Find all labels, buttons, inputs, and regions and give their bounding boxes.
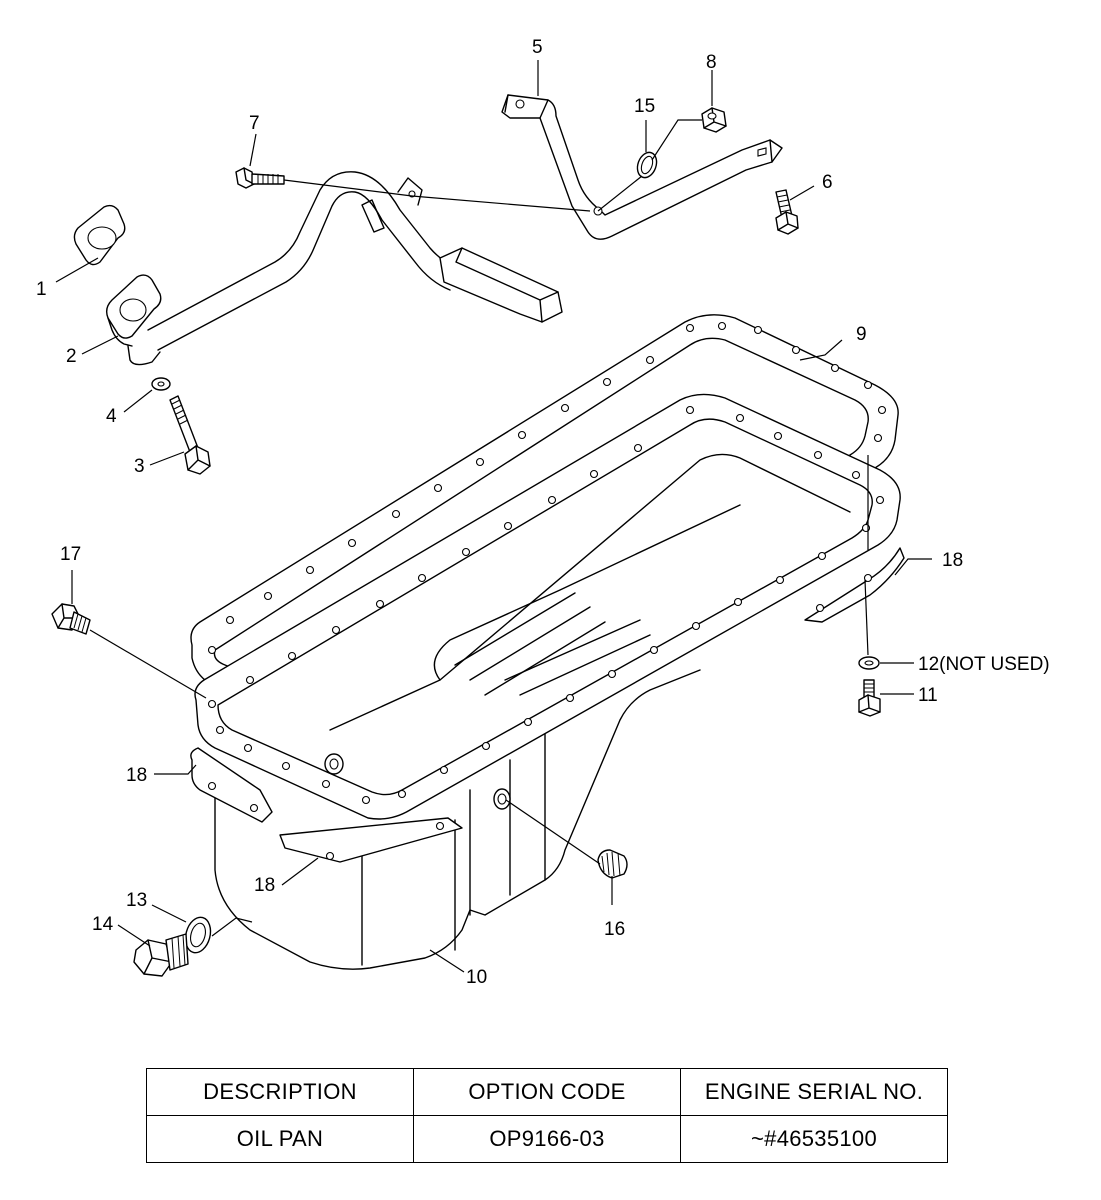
part-18-gaskets xyxy=(190,547,905,863)
part-10-oil-pan xyxy=(194,393,901,970)
part-11-bolt xyxy=(858,679,881,717)
part-6-bolt xyxy=(775,189,799,235)
callout-8: 8 xyxy=(706,52,717,73)
option-spec-table: DESCRIPTION OPTION CODE ENGINE SERIAL NO… xyxy=(146,1068,948,1163)
pan-flange-bolt-holes xyxy=(207,405,885,805)
callout-18-right: 18 xyxy=(942,550,963,571)
callout-4: 4 xyxy=(106,406,117,427)
part-13-gasket xyxy=(184,916,212,954)
part-7-bolt xyxy=(235,167,285,189)
part-8-nut xyxy=(701,107,727,133)
header-option-code: OPTION CODE xyxy=(413,1068,681,1116)
callout-7: 7 xyxy=(249,113,260,134)
spec-table-header-row: DESCRIPTION OPTION CODE ENGINE SERIAL NO… xyxy=(146,1068,948,1116)
callout-6: 6 xyxy=(822,172,833,193)
callout-18-left: 18 xyxy=(126,765,147,786)
callout-9: 9 xyxy=(856,324,867,345)
header-engine-serial: ENGINE SERIAL NO. xyxy=(680,1068,948,1116)
part-16-plug xyxy=(597,849,628,879)
suction-pipe xyxy=(147,171,461,331)
pipe-support-bracket xyxy=(501,94,799,240)
callout-3: 3 xyxy=(134,456,145,477)
header-description: DESCRIPTION xyxy=(146,1068,414,1116)
callout-17: 17 xyxy=(60,544,81,565)
part-14-drain-plug xyxy=(133,933,189,977)
part-17-plug xyxy=(51,603,91,635)
callout-10: 10 xyxy=(466,967,487,988)
part-12-washer xyxy=(858,656,880,670)
cell-description: OIL PAN xyxy=(146,1115,414,1163)
callout-2: 2 xyxy=(66,346,77,367)
part-3-bolt xyxy=(169,395,211,475)
suction-pipe-assembly xyxy=(73,167,563,475)
callout-5: 5 xyxy=(532,37,543,58)
cell-option-code: OP9166-03 xyxy=(413,1115,681,1163)
cell-engine-serial: ~#46535100 xyxy=(680,1115,948,1163)
callout-12: 12(NOT USED) xyxy=(918,654,1050,675)
callout-18-bottom: 18 xyxy=(254,875,275,896)
leader-lines xyxy=(55,60,932,973)
part-15-washer xyxy=(636,151,658,179)
callout-13: 13 xyxy=(126,890,147,911)
oil-pan-exploded-diagram: 1 2 3 4 5 6 7 8 9 10 11 12(NOT USED) 13 … xyxy=(36,37,1050,988)
spec-table-data-row: OIL PAN OP9166-03 ~#46535100 xyxy=(146,1115,948,1163)
callout-11: 11 xyxy=(918,685,938,706)
callout-1: 1 xyxy=(36,279,47,300)
callout-16: 16 xyxy=(604,919,625,940)
callout-15: 15 xyxy=(634,96,655,117)
callout-14: 14 xyxy=(92,914,114,935)
callout-labels: 1 2 3 4 5 6 7 8 9 10 11 12(NOT USED) 13 … xyxy=(36,37,1050,988)
